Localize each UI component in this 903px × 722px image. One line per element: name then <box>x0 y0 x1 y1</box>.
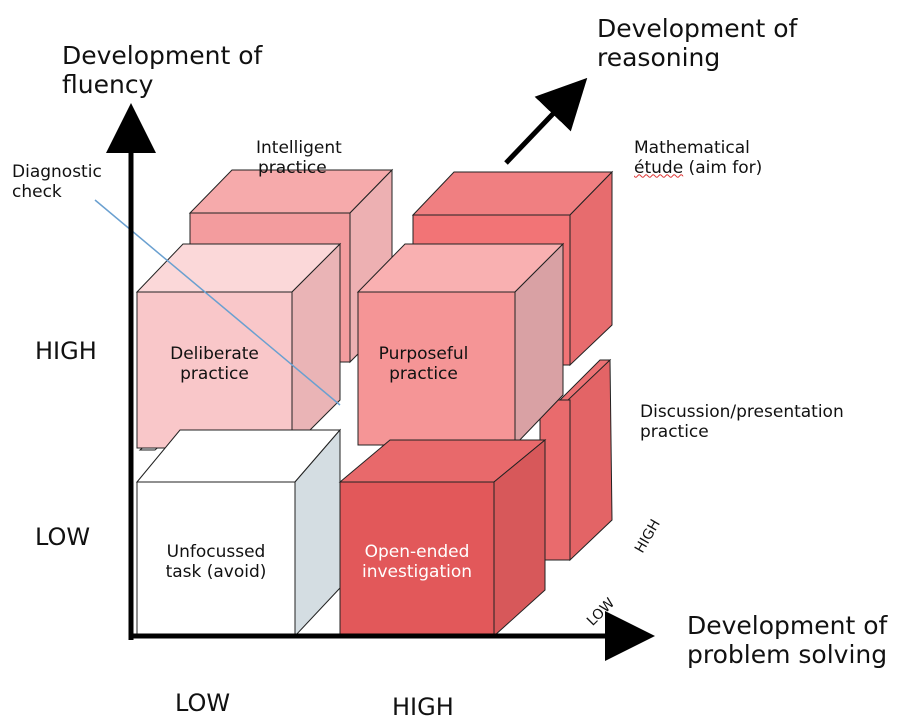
open-ended-investigation-label: Open-ended investigation <box>340 542 494 582</box>
fluency-high-label: HIGH <box>35 337 97 365</box>
deliberate-practice-line2: practice <box>180 363 249 384</box>
intelligent-practice-label: Intelligent practice <box>256 138 342 178</box>
open-ended-investigation-line1: Open-ended <box>364 542 470 562</box>
problem-solving-axis-title: Development of problem solving <box>687 611 888 670</box>
problem-solving-low-label: LOW <box>175 689 231 717</box>
reasoning-axis-title: Development of reasoning <box>597 14 798 73</box>
problem-solving-axis-title-line1: Development of <box>687 611 888 640</box>
reasoning-axis <box>504 77 588 165</box>
reasoning-axis-title-line2: reasoning <box>597 42 721 72</box>
cube-purposeful-practice <box>356 242 565 447</box>
mathematical-etude-label: Mathematical étude (aim for) <box>634 138 763 179</box>
purposeful-practice-label: Purposeful practice <box>345 344 502 384</box>
cube-open-ended-investigation <box>338 438 547 638</box>
diagnostic-pointer-line <box>94 199 341 406</box>
mathematical-etude-line1: Mathematical <box>634 138 750 158</box>
fluency-low-label: LOW <box>35 523 91 551</box>
purposeful-practice-line2: practice <box>389 363 458 384</box>
cube-deliberate-practice <box>135 242 342 450</box>
intelligent-practice-line2: practice <box>258 157 327 178</box>
purposeful-practice-line1: Purposeful <box>378 344 469 364</box>
cube-unfocussed-task <box>135 428 342 638</box>
unfocussed-task-line1: Unfocussed <box>166 542 266 562</box>
mathematical-etude-line2: étude (aim for) <box>634 157 763 179</box>
discussion-presentation-line2: practice <box>640 421 709 442</box>
problem-solving-high-label: HIGH <box>392 693 454 721</box>
diagnostic-check-line2: check <box>12 181 62 202</box>
fluency-axis-title-line2: fluency <box>62 69 154 99</box>
etude-word: étude <box>634 157 684 178</box>
fluency-axis-title: Development of fluency <box>62 41 263 100</box>
problem-solving-axis-title-line2: problem solving <box>687 639 888 669</box>
deliberate-practice-label: Deliberate practice <box>137 344 292 384</box>
fluency-axis-title-line1: Development of <box>62 41 263 70</box>
reasoning-axis-title-line1: Development of <box>597 14 798 43</box>
discussion-presentation-label: Discussion/presentation practice <box>640 402 844 442</box>
unfocussed-task-line2: task (avoid) <box>165 561 267 582</box>
deliberate-practice-line1: Deliberate <box>170 344 259 364</box>
diagnostic-check-label: Diagnostic check <box>12 162 102 202</box>
cube-back-bottom-right <box>539 358 613 562</box>
diagnostic-check-line1: Diagnostic <box>12 162 102 182</box>
etude-rest: (aim for) <box>683 157 763 178</box>
intelligent-practice-line1: Intelligent <box>256 138 342 158</box>
discussion-presentation-line1: Discussion/presentation <box>640 402 844 422</box>
unfocussed-task-label: Unfocussed task (avoid) <box>137 542 295 582</box>
open-ended-investigation-line2: investigation <box>361 561 473 582</box>
